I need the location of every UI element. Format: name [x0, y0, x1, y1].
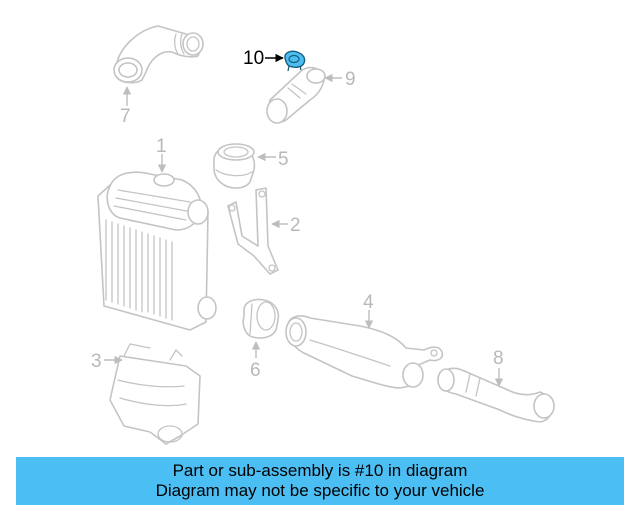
callout-5: 5: [278, 149, 289, 170]
part-6-hose[interactable]: [242, 298, 280, 339]
part-1-intercooler[interactable]: [97, 171, 217, 331]
callout-3: 3: [91, 351, 102, 372]
part-3-air-guide[interactable]: [109, 343, 201, 445]
part-9-intake-duct[interactable]: [266, 66, 326, 124]
banner-line-2: Diagram may not be specific to your vehi…: [155, 481, 485, 500]
callout-7: 7: [120, 106, 131, 127]
callout-1: 1: [156, 136, 167, 157]
part-10-clamp[interactable]: [284, 50, 306, 72]
part-4-charge-pipe[interactable]: [285, 315, 444, 389]
callout-6: 6: [250, 360, 261, 381]
callout-8: 8: [493, 348, 504, 369]
callout-9: 9: [345, 69, 356, 90]
info-banner: Part or sub-assembly is #10 in diagram D…: [16, 457, 624, 505]
part-8-lower-hose[interactable]: [437, 367, 555, 423]
part-7-upper-hose[interactable]: [113, 25, 204, 84]
part-2-bracket[interactable]: [227, 187, 279, 275]
callout-4: 4: [363, 292, 374, 313]
callout-10: 10: [243, 48, 264, 69]
callout-2: 2: [290, 215, 301, 236]
parts-diagram: 7 10 9 1 5 2: [91, 25, 555, 445]
banner-line-1: Part or sub-assembly is #10 in diagram: [172, 461, 468, 480]
part-5-coupling[interactable]: [213, 143, 256, 189]
